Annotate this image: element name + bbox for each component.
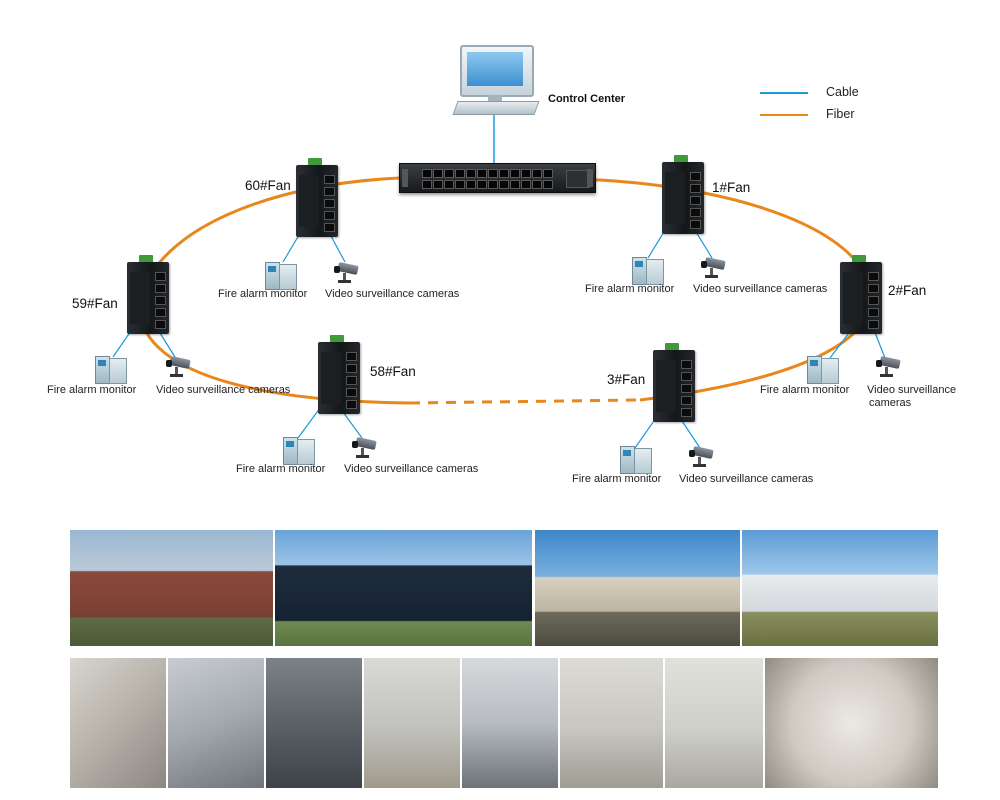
equipment-photo-6 (560, 658, 663, 788)
equipment-photo-5 (462, 658, 558, 788)
camera-label: Video surveillance cameras (325, 288, 460, 300)
equipment-photo-4 (364, 658, 460, 788)
equipment-photo-8 (765, 658, 938, 788)
equipment-photo-1 (70, 658, 166, 788)
equipment-photo-2 (168, 658, 264, 788)
equipment-photo-7 (665, 658, 763, 788)
fan-2-label: 2#Fan (888, 283, 927, 298)
camera-label: Video surveillance cameras (693, 283, 828, 295)
fan-1-label: 1#Fan (712, 180, 751, 195)
control-center-monitor-icon (460, 45, 534, 97)
fire-alarm-monitor-icon (95, 356, 127, 384)
video-camera-icon (697, 257, 727, 279)
control-center-label: Control Center (548, 93, 625, 105)
legend-cable-line (760, 92, 808, 94)
fire-alarm-label: Fire alarm monitor (236, 463, 326, 475)
switch-2-icon (840, 255, 882, 334)
camera-label-line2: cameras (869, 397, 912, 409)
video-camera-icon (685, 446, 715, 468)
video-camera-icon (348, 437, 378, 459)
switch-1-icon (662, 155, 704, 234)
video-camera-icon (872, 356, 902, 378)
fire-alarm-label: Fire alarm monitor (47, 384, 137, 396)
monitor-stand (488, 95, 502, 101)
camera-label: Video surveillance cameras (156, 384, 291, 396)
fiber-ring-dashed (409, 398, 641, 405)
site-photo-building (742, 530, 938, 646)
fire-alarm-monitor-icon (265, 262, 297, 290)
fire-alarm-monitor-icon (283, 437, 315, 465)
switch-60-icon (296, 158, 338, 237)
fire-alarm-label: Fire alarm monitor (218, 288, 308, 300)
equipment-photo-3 (266, 658, 362, 788)
fan-59-label: 59#Fan (72, 296, 118, 311)
fan-58-label: 58#Fan (370, 364, 416, 379)
legend-fiber-label: Fiber (826, 107, 855, 121)
video-camera-icon (162, 356, 192, 378)
site-photo-company-sign (70, 530, 273, 646)
fire-alarm-label: Fire alarm monitor (572, 473, 662, 485)
fire-alarm-monitor-icon (807, 356, 839, 384)
site-photo-substation-sign (275, 530, 532, 646)
fire-alarm-label: Fire alarm monitor (585, 283, 675, 295)
legend-cable-label: Cable (826, 85, 859, 99)
site-photo-wind-farm-gate (535, 530, 740, 646)
keyboard-icon (452, 101, 540, 115)
fire-alarm-label: Fire alarm monitor (760, 384, 850, 396)
device-cables (112, 221, 886, 449)
legend-fiber-line (760, 114, 808, 116)
fire-alarm-monitor-icon (632, 257, 664, 285)
camera-label: Video surveillance cameras (679, 473, 814, 485)
fire-alarm-monitor-icon (620, 446, 652, 474)
camera-label: Video surveillance cameras (344, 463, 479, 475)
video-camera-icon (330, 262, 360, 284)
camera-label-line1: Video surveillance (867, 384, 957, 396)
fan-60-label: 60#Fan (245, 178, 291, 193)
fan-3-label: 3#Fan (607, 372, 646, 387)
switch-58-icon (318, 335, 360, 414)
switch-3-icon (653, 343, 695, 422)
switch-59-icon (127, 255, 169, 334)
core-rack-switch-icon (399, 163, 596, 193)
